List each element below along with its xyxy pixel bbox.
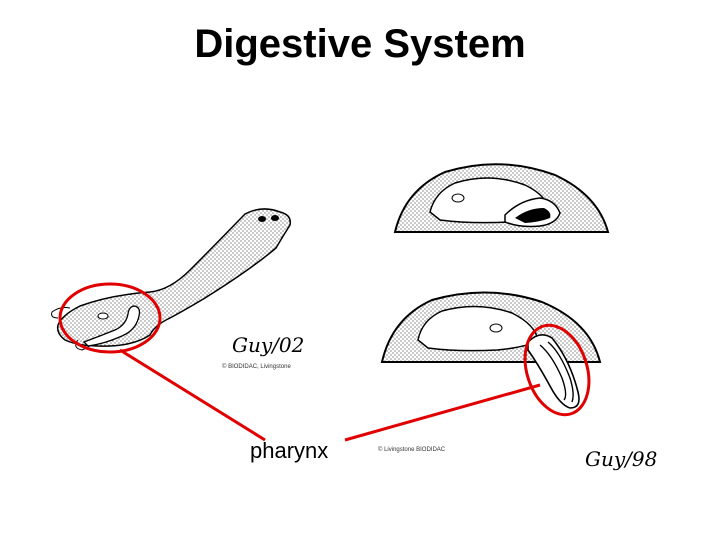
eyespot-right-icon	[271, 215, 279, 221]
pointer-line-left	[119, 348, 266, 442]
flatworm-body	[51, 208, 292, 351]
mouth-opening	[97, 312, 109, 320]
pharynx-highlight-circle-left	[58, 282, 162, 354]
slide-title: Digestive System	[194, 22, 526, 66]
pharynx-label: pharynx	[250, 438, 329, 463]
eyespot-left-icon	[258, 216, 266, 222]
signature-1: Guy/02	[232, 333, 304, 357]
signature-2: Guy/98	[585, 447, 657, 471]
credit-text-2: © Livingstone BIODIDAC	[378, 447, 446, 453]
pharynx-highlight-circle-right	[523, 323, 591, 417]
cross-section-extended	[380, 291, 602, 409]
pharynx-tube	[82, 305, 141, 347]
pointer-line-right	[344, 383, 541, 442]
credit-text-1: © BIODIDAC, Livingstone	[222, 364, 291, 370]
cross-section-retracted	[393, 163, 610, 233]
